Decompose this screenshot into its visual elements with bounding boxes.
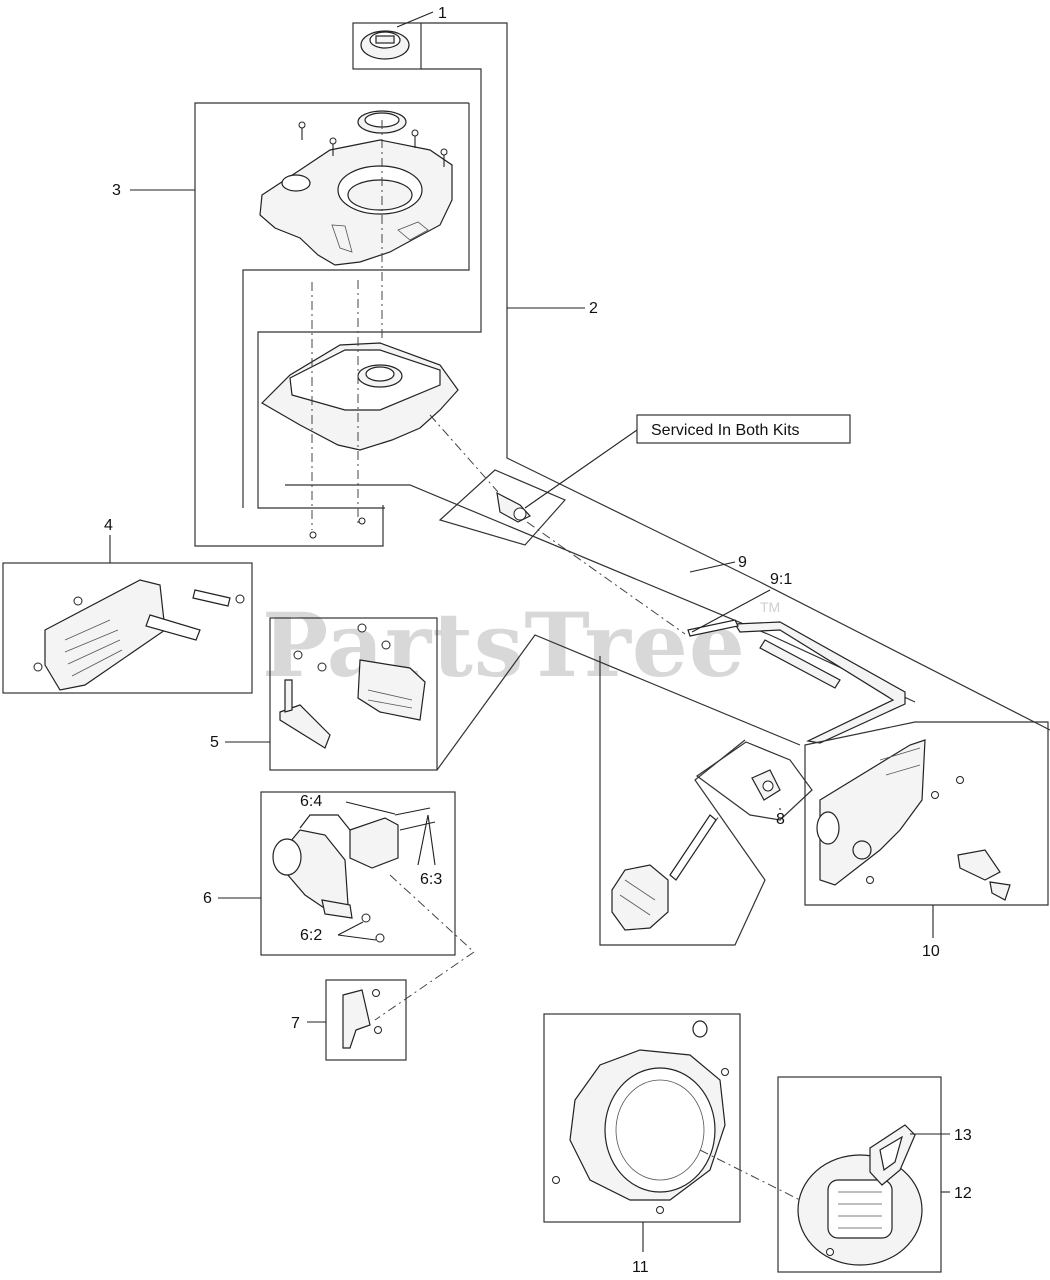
watermark: PartsTree TM — [262, 593, 780, 697]
callout-6-4: 6:4 — [300, 793, 322, 810]
callout-12: 12 — [954, 1185, 972, 1202]
watermark-text: PartsTree — [262, 593, 746, 697]
watermark-trademark: TM — [760, 599, 780, 615]
callout-5: 5 — [210, 734, 219, 751]
part-3-tank-cover: 3 — [112, 102, 470, 547]
callout-2: 2 — [589, 300, 598, 317]
part-5-bracket: 5 — [210, 617, 801, 771]
callout-6-2: 6:2 — [300, 927, 322, 944]
callout-1: 1 — [438, 5, 447, 22]
part-9-fuel-line: 9 9:1 — [285, 484, 916, 744]
note-box — [636, 414, 851, 444]
callout-7: 7 — [291, 1015, 300, 1032]
fuel-valve-group: Serviced In Both Kits — [429, 414, 851, 635]
part-6-solenoid: 6 6:4 6:3 6:2 — [203, 791, 475, 1021]
callout-13: 13 — [954, 1127, 972, 1144]
part-7-solenoid-bracket: 7 — [291, 979, 407, 1061]
callout-11: 11 — [632, 1259, 649, 1276]
callout-10: 10 — [922, 943, 940, 960]
part-12-recoil-starter: 12 — [777, 1076, 972, 1273]
callout-6-3: 6:3 — [420, 871, 442, 888]
part-1-fuel-cap: 1 — [352, 5, 447, 70]
fuel-tank — [261, 120, 459, 539]
note-serviced-in-both-kits: Serviced In Both Kits — [651, 422, 800, 439]
callout-4: 4 — [104, 517, 113, 534]
callout-3: 3 — [112, 182, 121, 199]
part-13-starter-handle: 13 — [869, 1124, 972, 1186]
part-10-control-panel: 10 — [804, 721, 1049, 960]
callout-9-1: 9:1 — [770, 571, 792, 588]
part-2-kit-outline: 2 — [257, 22, 1050, 731]
callout-8: 8 — [776, 811, 785, 828]
cover-screws — [298, 121, 448, 167]
callout-9: 9 — [738, 554, 747, 571]
part-11-blower-housing: 11 — [543, 1013, 811, 1276]
part-4-heat-shield: 4 — [2, 517, 253, 694]
callout-6: 6 — [203, 890, 212, 907]
part-8-carburetor-group: 8 — [599, 656, 813, 946]
